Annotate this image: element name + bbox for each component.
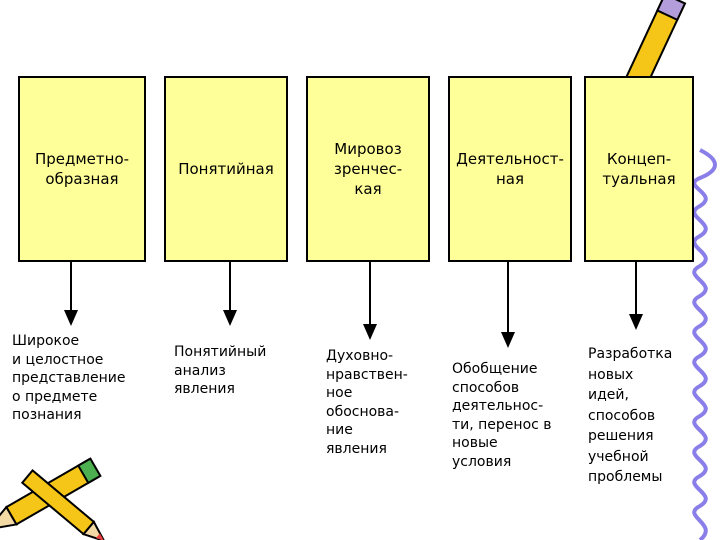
notebook-spiral-icon (692, 148, 717, 540)
category-box-conceptual: Понятийная (164, 76, 288, 262)
down-arrow (629, 262, 643, 330)
category-box-object-figurative: Предметно- образная (18, 76, 146, 262)
category-title: Мировоз зренчес- кая (333, 140, 403, 198)
down-arrow (501, 262, 515, 348)
pencil-icon (0, 457, 107, 540)
down-arrow (64, 262, 78, 326)
description-concept: Разработка новых идей, способов решения … (588, 346, 673, 485)
category-title: Деятельност- ная (456, 150, 564, 188)
category-title: Предметно- образная (34, 150, 130, 188)
down-arrow (363, 262, 377, 340)
category-box-worldview: Мировоз зренчес- кая (306, 76, 430, 262)
category-box-activity: Деятельност- ная (448, 76, 572, 262)
category-title: Концеп- туальная (602, 150, 676, 188)
description-worldview: Духовно- нравствен- ное обоснова- ние яв… (326, 348, 408, 457)
down-arrow (223, 262, 237, 326)
description-object-figurative: Широкое и целостное представление о пред… (12, 333, 126, 423)
category-box-concept: Концеп- туальная (584, 76, 694, 262)
category-title: Понятийная (178, 160, 274, 178)
description-activity: Обобщение способов деятельнос- ти, перен… (452, 361, 552, 470)
description-conceptual: Понятийный анализ явления (174, 344, 267, 397)
